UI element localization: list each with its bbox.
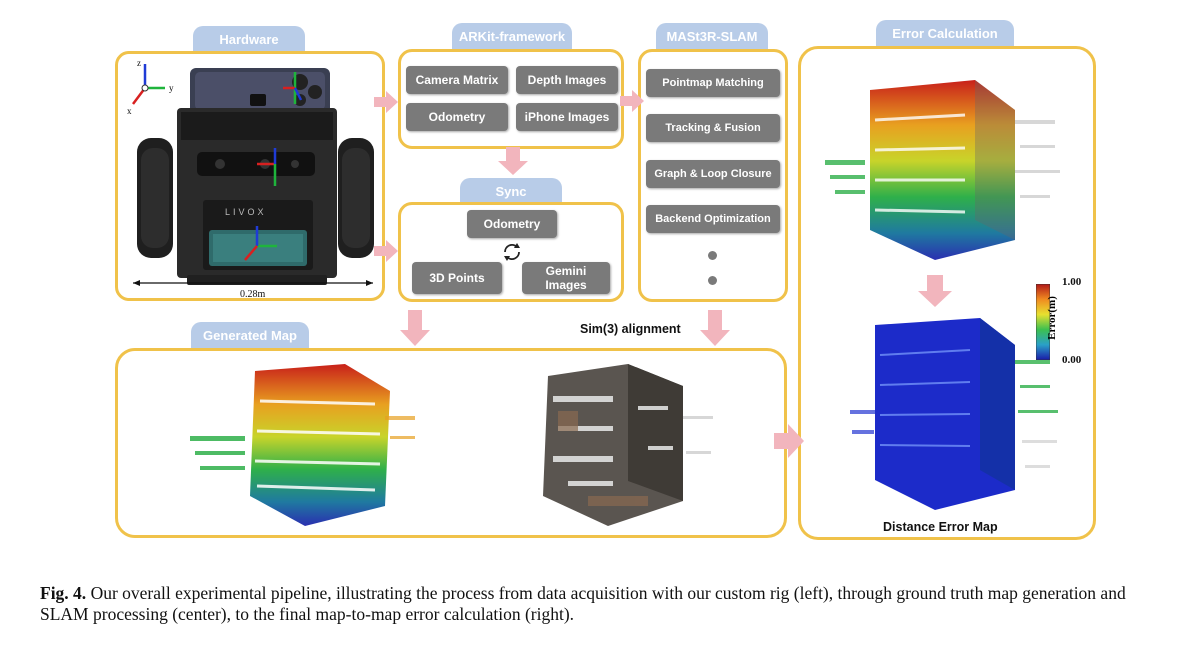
caption-text: Our overall experimental pipeline, illus… — [40, 583, 1126, 624]
arkit-title: ARKit-framework — [452, 23, 572, 49]
colored-lidar-map — [190, 364, 415, 526]
down-arrow — [498, 147, 528, 175]
hardware-title: Hardware — [193, 26, 305, 52]
right-arrow — [774, 424, 804, 458]
right-arrow — [374, 91, 398, 113]
distance-error-heatmap — [850, 318, 1058, 510]
rig-image: LIVOX z y x — [127, 60, 374, 286]
pointmap-matching-box: Pointmap Matching — [646, 69, 780, 97]
distance-error-map-label: Distance Error Map — [883, 520, 998, 534]
slam-title: MASt3R-SLAM — [656, 23, 768, 49]
figure-caption: Fig. 4. Our overall experimental pipelin… — [40, 583, 1170, 625]
graph-loop-closure-box: Graph & Loop Closure — [646, 160, 780, 188]
caption-prefix: Fig. 4. — [40, 583, 87, 603]
colorbar-min: 0.00 — [1062, 354, 1082, 366]
right-arrow — [620, 90, 644, 112]
generated-map-title: Generated Map — [191, 322, 309, 348]
gemini-images-box: Gemini Images — [522, 262, 610, 294]
depth-images-box: Depth Images — [516, 66, 618, 94]
tracking-fusion-box: Tracking & Fusion — [646, 114, 780, 142]
right-arrow — [374, 240, 398, 262]
axis-x-label: x — [127, 106, 132, 116]
camera-matrix-box: Camera Matrix — [406, 66, 508, 94]
error-title: Error Calculation — [876, 20, 1014, 46]
down-arrow — [400, 310, 430, 346]
ellipsis-dot — [708, 276, 717, 285]
down-arrow — [918, 275, 952, 307]
backend-optimization-box: Backend Optimization — [646, 205, 780, 233]
colorbar-title: Error(m) — [1046, 296, 1058, 340]
sync-cycle-icon — [504, 243, 520, 261]
axis-z-label: z — [137, 60, 141, 68]
colorbar-max: 1.00 — [1062, 276, 1082, 288]
axis-y-label: y — [169, 83, 174, 93]
arkit-panel — [398, 49, 624, 149]
ellipsis-dot — [708, 251, 717, 260]
iphone-images-box: iPhone Images — [516, 103, 618, 131]
rgb-point-cloud-map — [543, 364, 713, 526]
colorbar — [1036, 284, 1050, 360]
3d-points-box: 3D Points — [412, 262, 502, 294]
down-arrow — [700, 310, 730, 346]
livox-label: LIVOX — [225, 207, 267, 217]
sim3-alignment-label: Sim(3) alignment — [580, 322, 681, 336]
sync-title: Sync — [460, 178, 562, 204]
dimension-label: 0.28m — [240, 289, 266, 300]
sync-odometry-box: Odometry — [467, 210, 557, 238]
ground-truth-heatmap — [825, 80, 1060, 260]
odometry-box: Odometry — [406, 103, 508, 131]
